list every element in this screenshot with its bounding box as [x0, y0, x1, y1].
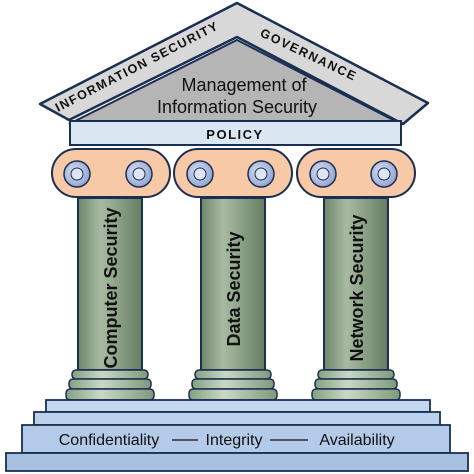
policy-beam [69, 120, 402, 146]
volute-icon [70, 167, 84, 181]
pillar-label: Data Security [224, 231, 244, 346]
volute-icon [193, 167, 207, 181]
policy-label: POLICY [206, 127, 263, 142]
pillar-shaft [323, 197, 389, 371]
pillar-base-ring [191, 378, 275, 390]
pillar-base-ring [68, 378, 152, 390]
principle-availability: Availability [319, 432, 394, 449]
volute-icon [254, 167, 268, 181]
pillar-label: Network Security [347, 214, 367, 361]
roof-band [38, 1, 430, 126]
foundation-steps [5, 399, 469, 472]
pediment-title-line2: Information Security [157, 97, 317, 117]
pillar-shaft [200, 197, 266, 371]
principle-integrity: Integrity [206, 432, 263, 449]
principles-row: Confidentiality Integrity Availability [59, 432, 395, 449]
pillar-shaft [77, 197, 143, 371]
step-bottom [5, 452, 469, 472]
pediment-title-line1: Management of [181, 75, 307, 95]
pillar-data-security: Data Security [173, 148, 293, 401]
step-second [33, 411, 441, 426]
pillar-base-ring [188, 388, 278, 401]
volute-icon [316, 167, 330, 181]
pillar-network-security: Network Security [296, 148, 416, 401]
pillar-base-ring [65, 388, 155, 401]
volute-icon [377, 167, 391, 181]
pillar-base-ring [317, 369, 395, 380]
pillar-base-ring [314, 378, 398, 390]
pillar-base-ring [71, 369, 149, 380]
pillar-base-ring [194, 369, 272, 380]
pillar-label: Computer Security [101, 207, 121, 368]
step-top [45, 399, 431, 413]
volute-icon [132, 167, 146, 181]
principle-confidentiality: Confidentiality [59, 432, 160, 449]
pillar-base-ring [311, 388, 401, 401]
pillar-computer-security: Computer Security [51, 148, 171, 401]
